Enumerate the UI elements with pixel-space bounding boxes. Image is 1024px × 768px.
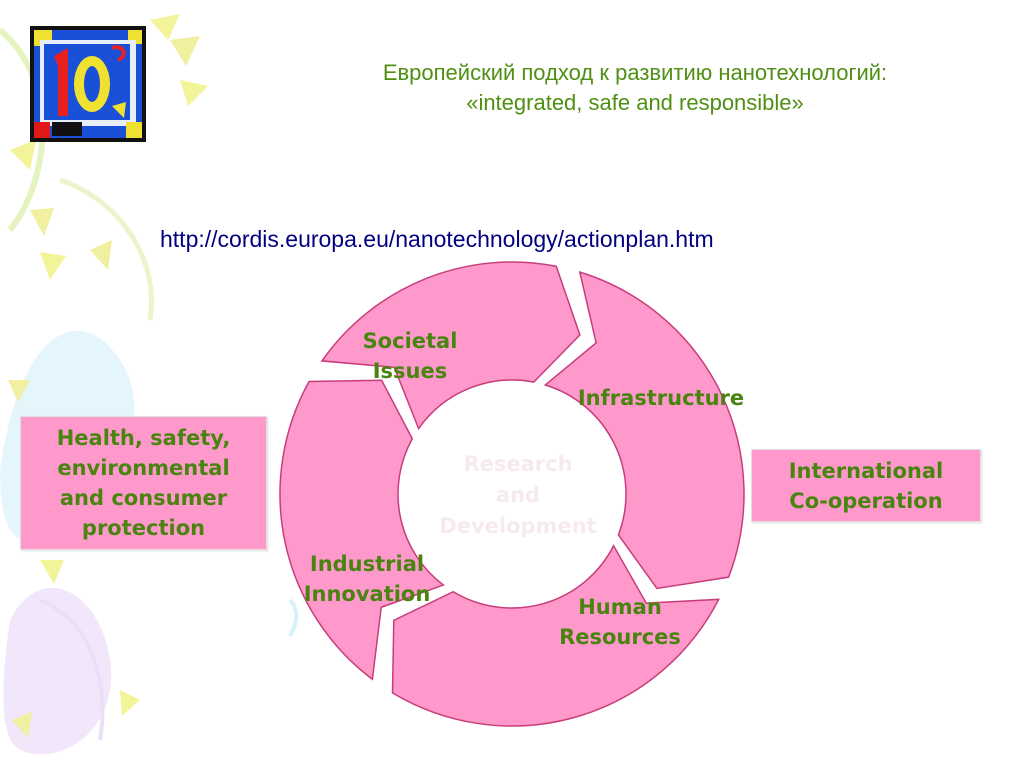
box-international-cooperation: International Co-operation bbox=[751, 449, 981, 522]
health-line-1: Health, safety, bbox=[56, 426, 231, 450]
societal-line-2: Issues bbox=[372, 359, 448, 383]
segment-label-human-resources: Human Resources bbox=[540, 592, 700, 652]
center-line-3: Development bbox=[439, 514, 597, 538]
center-line-1: Research bbox=[463, 452, 573, 476]
nanotech-logo bbox=[30, 26, 146, 142]
human-line-1: Human bbox=[578, 595, 662, 619]
segment-label-industrial-innovation: Industrial Innovation bbox=[282, 549, 452, 609]
segment-industrial-innovation bbox=[279, 379, 445, 681]
industrial-line-2: Innovation bbox=[303, 582, 431, 606]
health-line-4: protection bbox=[81, 516, 206, 540]
slide-title: Европейский подход к развитию нанотехнол… bbox=[250, 58, 1020, 118]
segment-label-infrastructure: Infrastructure bbox=[556, 383, 766, 413]
title-line-1: Европейский подход к развитию нанотехнол… bbox=[382, 60, 888, 85]
segment-human-resources bbox=[391, 544, 720, 727]
title-line-2: «integrated, safe and responsible» bbox=[466, 90, 804, 115]
segment-label-societal: Societal Issues bbox=[330, 326, 490, 386]
action-plan-url[interactable]: http://cordis.europa.eu/nanotechnology/a… bbox=[160, 226, 714, 252]
health-line-2: environmental bbox=[57, 456, 230, 480]
international-line-1: International bbox=[788, 458, 944, 483]
box-health-safety: Health, safety, environmental and consum… bbox=[20, 416, 267, 550]
health-line-3: and consumer bbox=[59, 486, 228, 510]
segment-infrastructure bbox=[543, 271, 745, 590]
center-line-2: and bbox=[495, 483, 541, 507]
industrial-line-1: Industrial bbox=[309, 552, 425, 576]
center-label-research: Research and Development bbox=[418, 449, 618, 542]
international-line-2: Co-operation bbox=[789, 488, 943, 513]
societal-line-1: Societal bbox=[362, 329, 458, 353]
infrastructure-line-1: Infrastructure bbox=[577, 386, 745, 410]
human-line-2: Resources bbox=[559, 625, 681, 649]
segment-societal-issues bbox=[320, 261, 581, 431]
